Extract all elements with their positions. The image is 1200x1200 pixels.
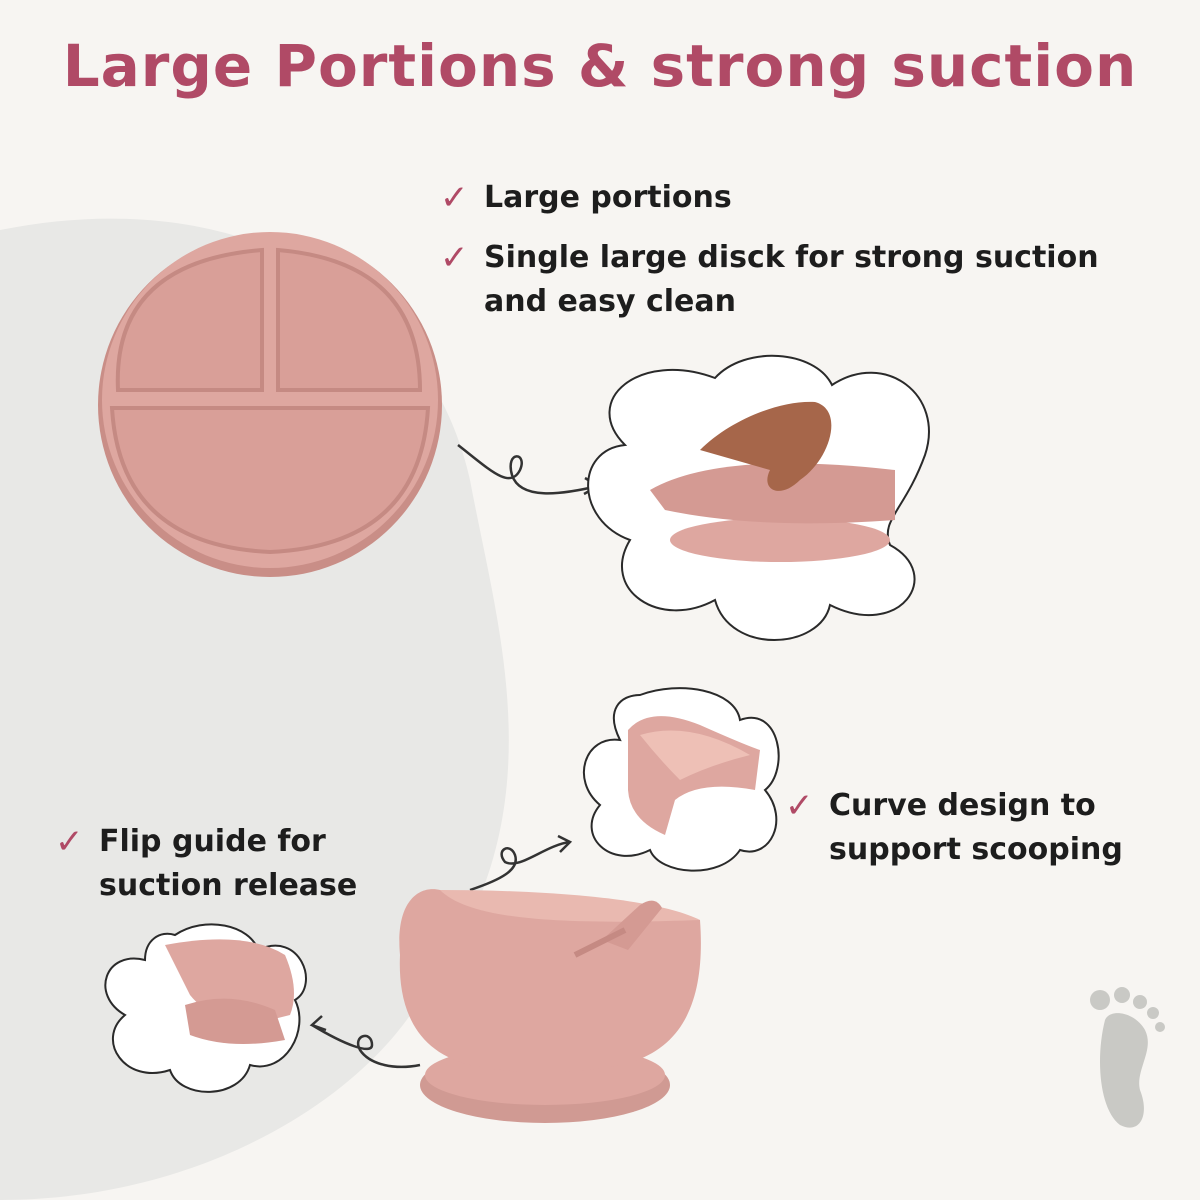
suction-bowl [399, 889, 701, 1123]
arrow-icon [457, 444, 599, 495]
check-icon: ✓ [55, 822, 84, 862]
flip-guide-detail-flower [104, 923, 307, 1093]
feature-large-portions: ✓ Large portions [440, 178, 732, 218]
arrow-icon [311, 1023, 421, 1069]
feature-suction-disc: ✓ Single large disck for strong suction … [440, 238, 1099, 319]
check-icon: ✓ [440, 238, 469, 278]
check-icon: ✓ [785, 786, 814, 826]
arrow-icon [557, 834, 573, 853]
arrow-icon [309, 1015, 327, 1032]
footprint-icon [1090, 987, 1165, 1128]
divided-plate [98, 232, 442, 577]
feature-flip-guide: ✓ Flip guide for suction release [55, 822, 358, 903]
check-icon: ✓ [440, 178, 469, 218]
bowl-curve-detail-flower [583, 687, 780, 872]
page-title: Large Portions & strong suction [62, 32, 1138, 100]
feature-curve-design: ✓ Curve design to support scooping [785, 786, 1123, 867]
suction-detail-flower [587, 354, 930, 641]
arrow-icon [469, 840, 571, 892]
